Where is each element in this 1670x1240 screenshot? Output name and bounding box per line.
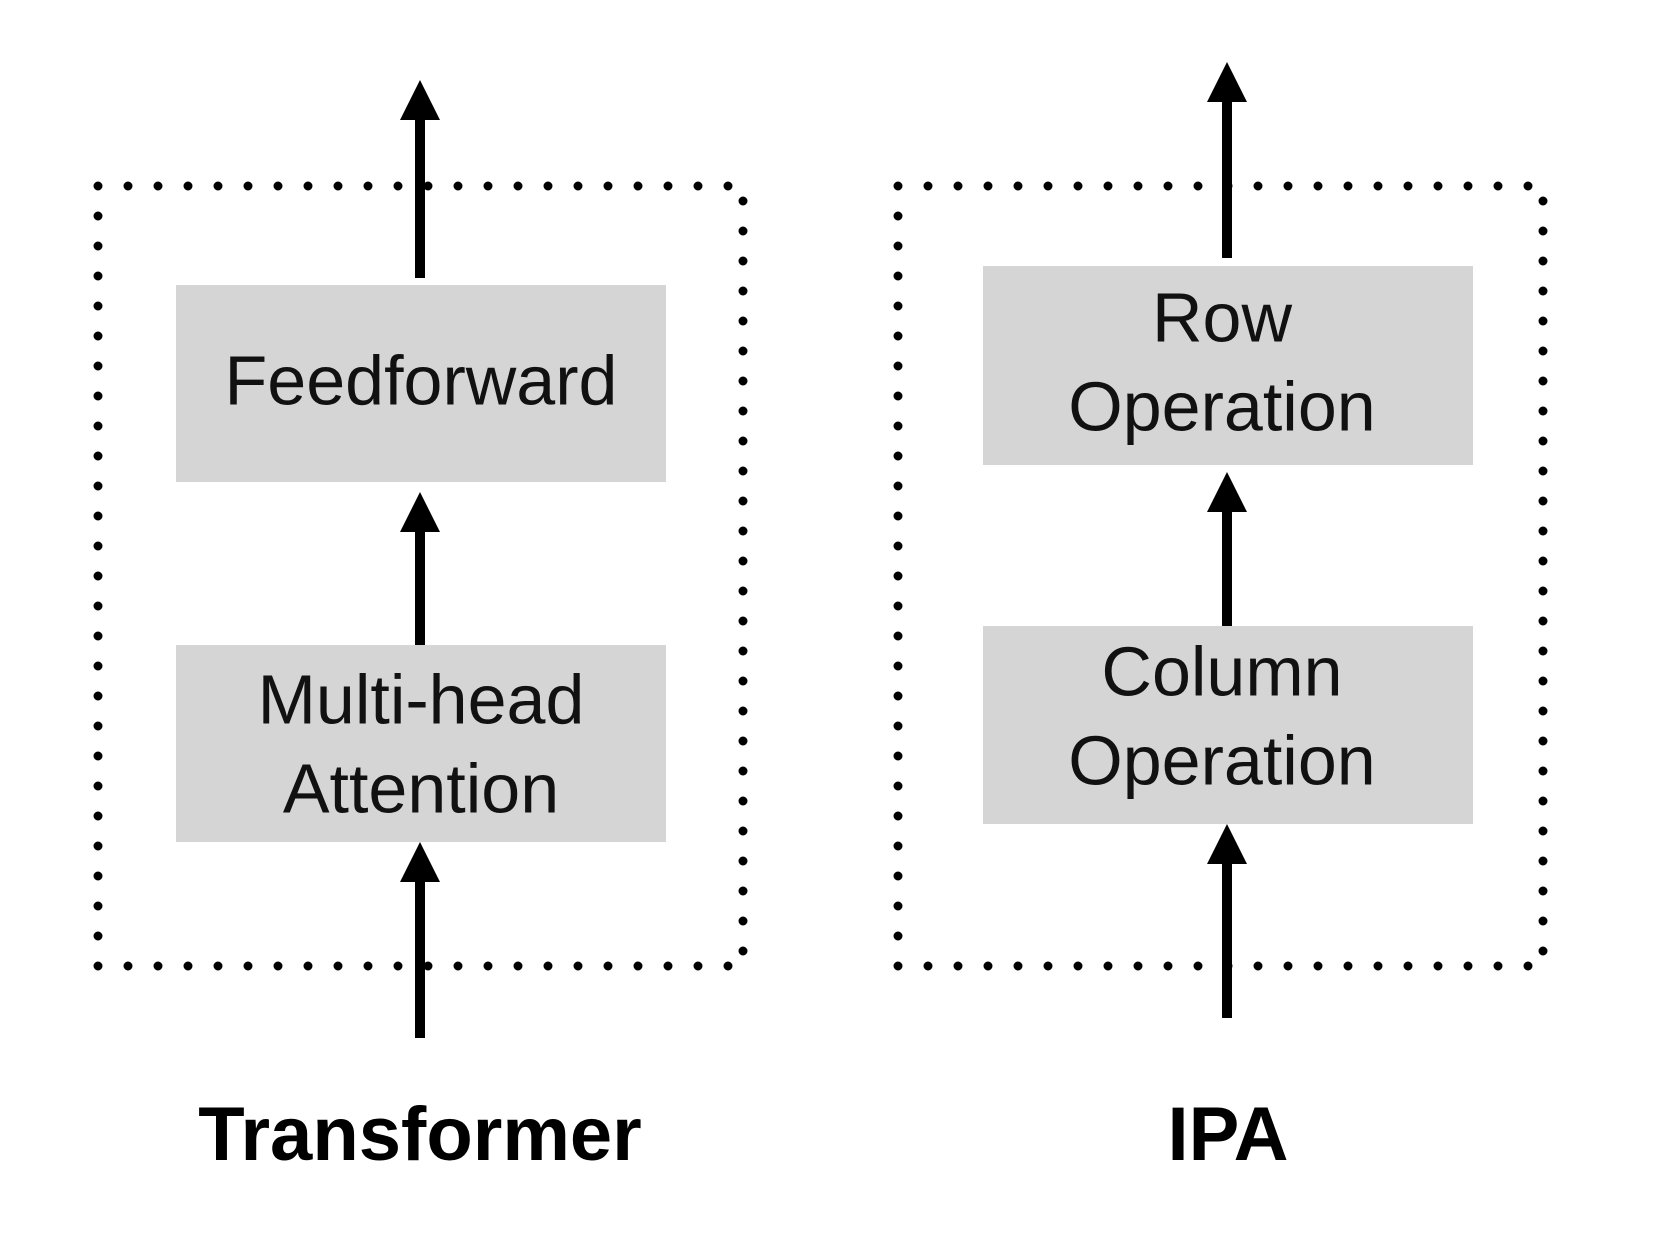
row-operation-label-line2: Operation <box>1068 367 1375 445</box>
ipa-output-arrow <box>1207 62 1247 258</box>
multi-head-attention-label-line1: Multi-head <box>258 660 585 738</box>
column-operation-label-line1: Column <box>1101 632 1342 710</box>
multi-head-attention-block: Multi-head Attention <box>176 645 666 842</box>
transformer-panel: Feedforward Multi-head Attention Transfo… <box>93 80 748 1177</box>
transformer-output-arrow <box>400 80 440 278</box>
multi-head-attention-label-line2: Attention <box>283 749 559 827</box>
ipa-title: IPA <box>1167 1092 1288 1177</box>
ipa-inner-arrow <box>1207 472 1247 626</box>
feedforward-label: Feedforward <box>225 341 618 419</box>
row-operation-block: Row Operation <box>983 266 1473 465</box>
transformer-title: Transformer <box>198 1092 642 1177</box>
transformer-inner-arrow <box>400 492 440 645</box>
feedforward-block: Feedforward <box>176 285 666 482</box>
column-operation-label-line2: Operation <box>1068 721 1375 799</box>
ipa-input-arrow <box>1207 824 1247 1018</box>
transformer-input-arrow <box>400 842 440 1038</box>
transformer-dotted-frame <box>93 181 748 971</box>
column-operation-block: Column Operation <box>983 626 1473 824</box>
ipa-dotted-frame <box>893 181 1548 971</box>
row-operation-label-line1: Row <box>1152 278 1292 356</box>
ipa-panel: Row Operation Column Operation IPA <box>893 62 1548 1177</box>
